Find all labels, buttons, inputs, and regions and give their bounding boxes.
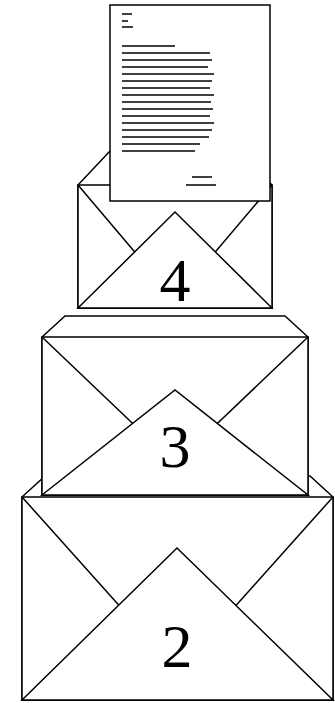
letter-lines — [122, 14, 216, 185]
envelope-back — [42, 316, 308, 495]
envelope-body — [42, 337, 308, 495]
envelope-number-box: 4 — [156, 249, 195, 311]
envelope-number: 4 — [156, 249, 195, 311]
envelope-number-box: 3 — [156, 415, 195, 477]
envelope-back — [22, 476, 333, 700]
envelope-flap — [42, 390, 308, 495]
envelope-number: 2 — [158, 615, 197, 677]
envelope-number: 3 — [156, 415, 195, 477]
envelope-body — [22, 497, 333, 700]
letter-sheet — [110, 5, 270, 201]
envelope-number-box: 2 — [158, 615, 197, 677]
envelope-flap — [22, 548, 333, 700]
